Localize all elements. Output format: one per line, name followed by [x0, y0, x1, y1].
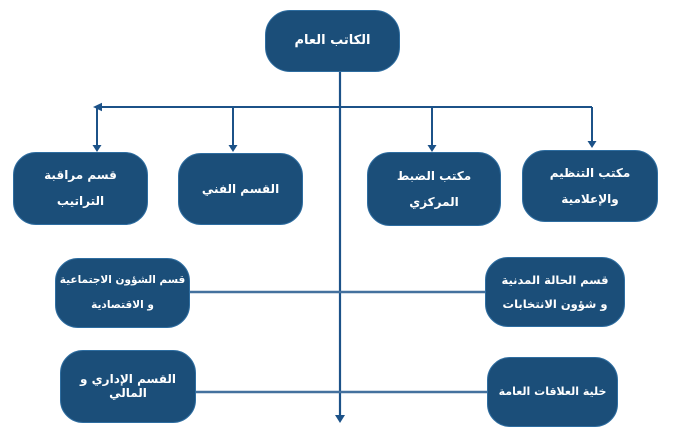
node-technical-department: القسم الفني [178, 153, 303, 225]
node-label: القسم الفني [201, 181, 280, 196]
node-regulations-monitoring: قسم مراقبة التراتيب [13, 152, 148, 225]
node-label-line2: والإعلامية [561, 191, 619, 206]
node-general-secretary: الكاتب العام [265, 10, 400, 72]
left-arrow-icon [93, 102, 102, 112]
node-central-registry-office: مكتب الضبط المركزي [367, 152, 501, 226]
node-label-line1: مكتب التنظيم [549, 165, 631, 180]
node-label-line2: التراتيب [56, 194, 105, 208]
node-label-line1: قسم الحالة المدنية [501, 272, 609, 287]
node-social-economic-affairs: قسم الشؤون الاجتماعية و الاقتصادية [55, 258, 190, 328]
connector-drops [96, 107, 593, 146]
node-label-line1: القسم الإداري و [80, 372, 176, 387]
node-admin-financial-department: القسم الإداري و المالي [60, 350, 196, 423]
down-arrow-icons [92, 141, 597, 152]
node-label-line1: قسم مراقبة [44, 168, 117, 183]
node-label-line2: المالي [109, 386, 147, 400]
down-arrow-icon [335, 415, 345, 423]
node-label: خلية العلاقات العامة [498, 385, 607, 399]
node-label-line2: المركزي [409, 194, 459, 209]
node-organization-media-office: مكتب التنظيم والإعلامية [522, 150, 658, 222]
node-label: الكاتب العام [294, 33, 371, 49]
node-label-line1: مكتب الضبط [396, 168, 472, 183]
node-label-line2: و شؤون الانتخابات [502, 297, 608, 311]
node-public-relations-cell: خلية العلاقات العامة [487, 357, 618, 427]
node-civil-status-elections: قسم الحالة المدنية و شؤون الانتخابات [485, 257, 625, 327]
node-label-line2: و الاقتصادية [91, 298, 154, 311]
node-label-line1: قسم الشؤون الاجتماعية [59, 274, 186, 287]
